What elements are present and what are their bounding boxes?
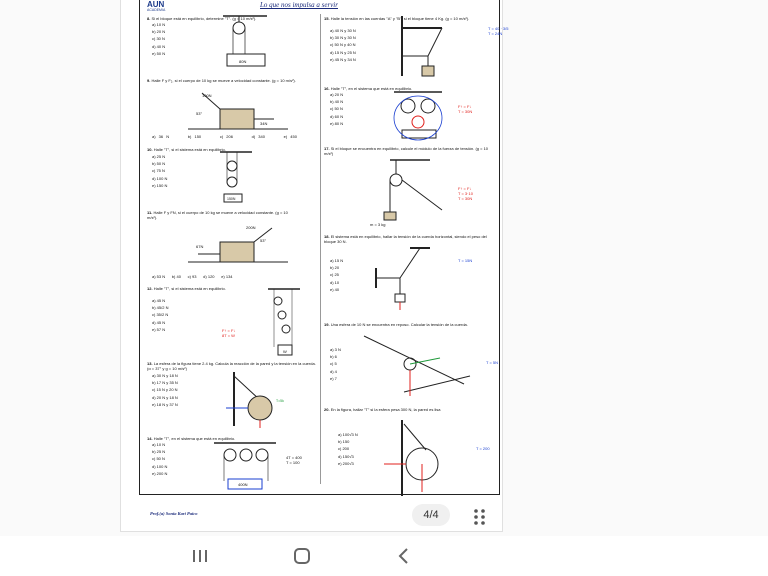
block-figure-11: 200N 67N 53° [188,225,288,263]
block-weight-label: 80N [239,59,246,64]
block-weight-label: W [283,349,287,354]
question-19: 19. Una esfera de 10 N se encuentra en r… [324,322,468,327]
pulley-figure-10: 150N [220,151,252,203]
force-label: 200N [246,225,256,230]
pulley-figure-14: 400N [214,442,276,490]
pulley-figure-12: W [268,288,300,356]
handwritten-note-18: T = 15N [458,258,473,263]
pdf-viewer[interactable]: AUN ACADEMIA Lo que nos impulsa a servir… [0,0,768,536]
pulley-figure-17: m = 3 kg [370,159,443,227]
question-8: 8. Si el bloque está en equilibrio, dete… [147,16,257,21]
question-9-options: a) 36 N b) 150 c) 206 d) 340 e) 450 [152,134,297,139]
handwritten-note-13: T=5k [276,399,284,403]
strings-figure-18 [375,247,430,310]
block-weight-label: 150N [227,197,236,201]
handwritten-note-19: T = 5N [486,360,499,365]
pulley-figure-16 [393,91,443,141]
page-indicator[interactable]: 4/4 [412,504,450,526]
force-label: 100N [202,93,212,98]
angle-label: 53° [260,238,266,243]
page-slogan: Lo que nos impulsa a servir [260,1,338,9]
strings-figure-15 [401,16,443,77]
page-border [139,0,500,495]
incline-sphere-figure-19 [363,335,471,396]
block-mass-label: m = 3 kg [370,222,385,227]
force-label: 67N [196,244,203,249]
question-10: 10. Halle "T", si el sistema está en equ… [147,147,226,152]
question-11-options: a) 53 N b) 40 c) 93 d) 120 e) 134 [152,274,233,279]
question-11: 11. Halle F y FN, si el cuerpo de 10 kg … [147,210,288,220]
question-18: 18. El sistema está en equilibrio, halla… [324,234,487,244]
question-14: 14. Halle "T", en el sistema que está en… [147,436,236,441]
handwritten-note-16: F↑ = F↓T = 30N [458,104,473,114]
question-12: 12. Halle "T", si el sistema está en equ… [147,286,226,291]
angle-label: 53° [196,111,202,116]
question-16: 16. Halle "T", en el sistema que está en… [324,86,413,91]
more-options-icon[interactable] [470,506,490,526]
academy-logo-sub: ACADEMIA [147,8,166,12]
home-icon[interactable] [290,544,314,568]
question-13: 13. La esfera de la figura tiene 2.4 kg.… [147,361,316,371]
force-label: 34N [260,121,267,126]
android-navigation-bar [0,536,768,576]
sphere-wall-figure-20 [384,420,439,496]
incline-block-figure-9: 100N 53° 34N [188,92,288,130]
sphere-wall-figure-13: T=5k [226,372,284,428]
handwritten-note-20: T = 200 [476,446,490,451]
block-weight-label: 400N [238,482,248,487]
pulley-figure-8: 80N [223,15,267,67]
academy-logo: AUN [147,0,165,9]
back-icon[interactable] [392,544,416,568]
question-17: 17. Si el bloque se encuentra en equilib… [324,146,489,156]
document-page[interactable] [121,0,502,531]
page-footer-author: Prof.(a) Sonia Kari Paico [150,511,198,516]
column-divider [320,14,321,484]
handwritten-note-12: F↑ = F↓8T = W [222,328,236,338]
question-15: 15. Halle la tensión en las cuerdas "A" … [324,16,470,21]
question-20: 20. En la figura, hallar "T" si la esfer… [324,407,441,412]
question-9: 9. Halle F y F₂, si el cuerpo de 10 kg s… [147,78,296,83]
recent-apps-icon[interactable] [188,544,212,568]
